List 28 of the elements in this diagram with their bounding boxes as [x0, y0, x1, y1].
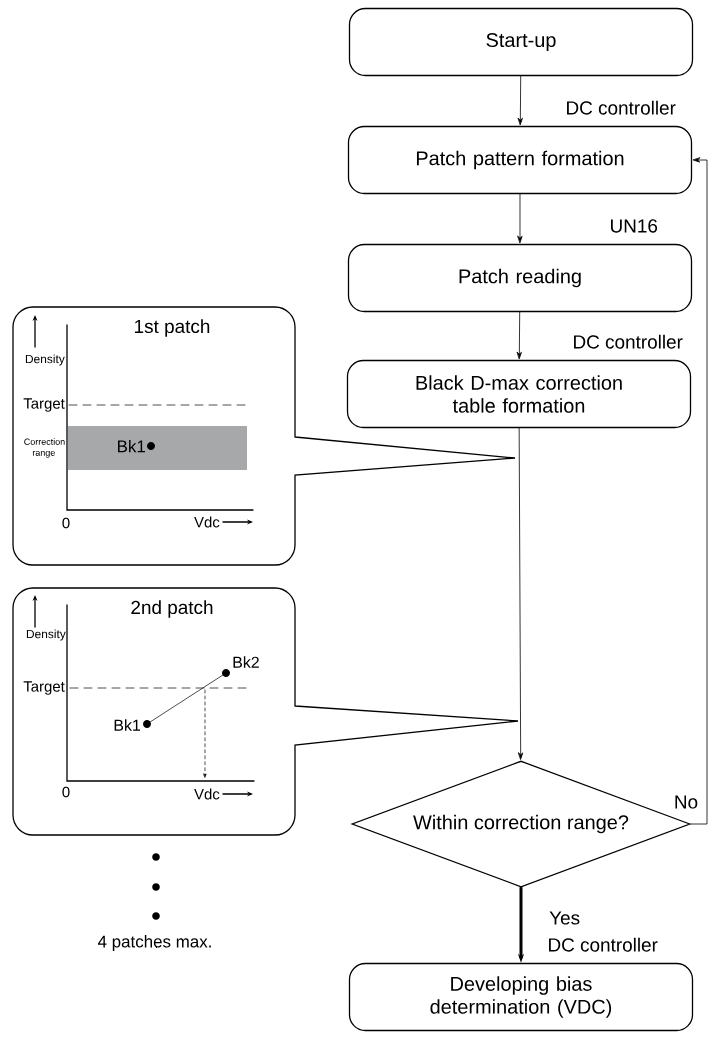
- axis-label: Target: [23, 681, 65, 695]
- step-note: DC controller: [567, 100, 676, 115]
- arrow: [518, 427, 524, 760]
- axis-label: Vdc: [194, 516, 220, 528]
- axis-label: Vdc: [194, 788, 220, 800]
- step-note: DC controller: [549, 937, 658, 952]
- axis-label: 4 patches max.: [97, 935, 211, 951]
- step-note: DC controller: [574, 334, 683, 349]
- axis-label: Correction range: [24, 438, 65, 458]
- axis-label: 0: [62, 786, 70, 798]
- arrow: [690, 157, 708, 825]
- process-box: Developing bias determination (VDC): [348, 962, 694, 1032]
- axis-label: Bk1: [118, 439, 145, 453]
- process-box: Black D-max correction table formation: [346, 359, 692, 429]
- process-box: Patch reading: [347, 243, 693, 313]
- axis-label: 0: [62, 517, 70, 529]
- axis-label: Density: [26, 629, 66, 641]
- axis-label: Target: [23, 398, 65, 412]
- process-box: Start-up: [348, 7, 694, 77]
- step-note: UN16: [611, 219, 658, 233]
- axis-label: Bk1: [114, 719, 140, 731]
- edge-label: Yes: [548, 910, 582, 926]
- arrow: [516, 311, 522, 359]
- arrow: [517, 193, 523, 243]
- arrow: [517, 75, 523, 125]
- axis-label: Bk2: [233, 656, 259, 668]
- axis-label: Density: [25, 354, 65, 366]
- process-box: Patch pattern formation: [347, 125, 693, 195]
